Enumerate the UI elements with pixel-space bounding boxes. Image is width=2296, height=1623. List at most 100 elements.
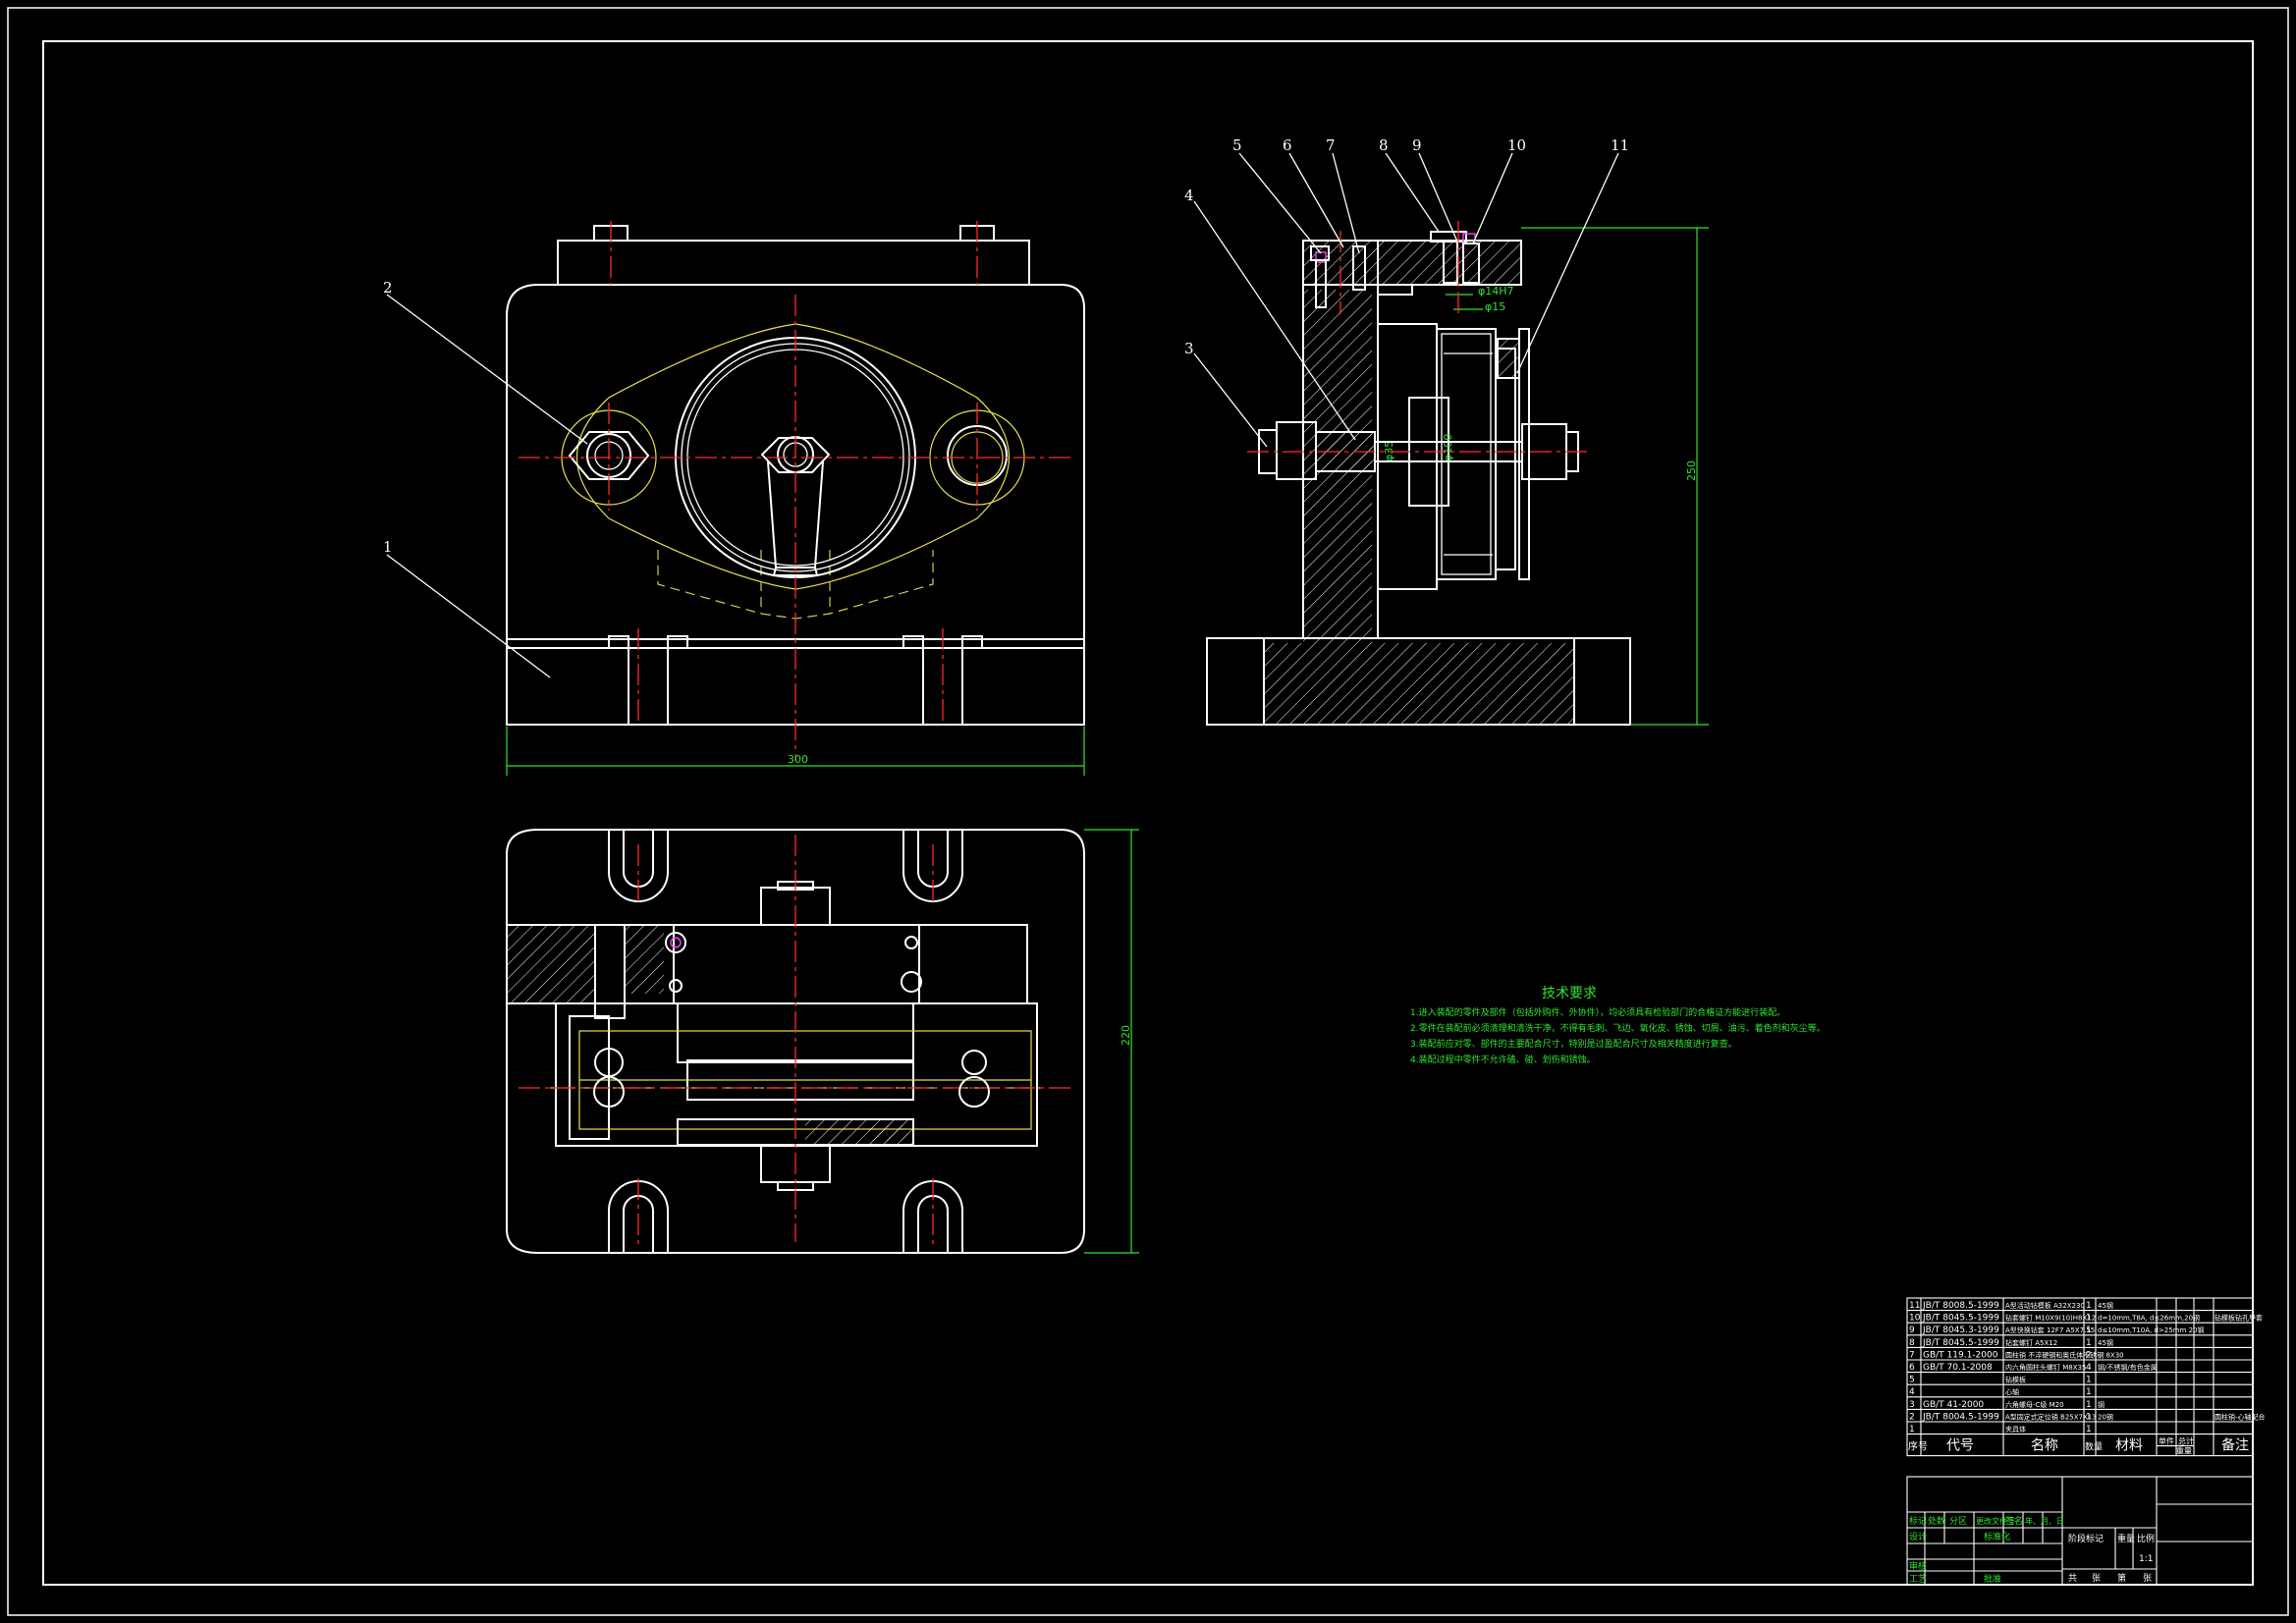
tb-stage: 阶段标记 [2068, 1533, 2104, 1544]
title-block: 标记 处数 分区 更改文件号 签名 年、月、日 设计 标准化 审核 工艺 批准 … [1906, 1476, 2254, 1586]
tech-req-line-1: 1.进入装配的零件及部件（包括外购件、外协件），均必须具有检验部门的合格证方能进… [1410, 1006, 1785, 1018]
bom-cell-no: 5 [1909, 1376, 1915, 1385]
bom-cell-code: JB/T 8045.5-1999 [1922, 1338, 1999, 1348]
tb-date: 年、月、日 [2025, 1516, 2064, 1526]
tb-scale: 比例 [2137, 1533, 2155, 1544]
part-label-3: 3 [1184, 340, 1194, 357]
bom-cell-no: 8 [1909, 1338, 1915, 1348]
bom-header-material: 材料 [2115, 1438, 2143, 1454]
bom-cell-code: JB/T 8045.5-1999 [1922, 1314, 1999, 1324]
bom-cell-material: d=10mm,T8A, d≤26mm,20钢 [2098, 1314, 2200, 1323]
bom-cell-qty: 1 [2086, 1412, 2092, 1422]
bom-cell-note: 圆柱销-心轴配合 [2214, 1412, 2266, 1421]
bom-cell-name: 圆柱销 不淬硬钢和奥氏体不锈钢 8X30 [2005, 1350, 2124, 1359]
bom-cell-material: 45钢 [2098, 1338, 2113, 1347]
technical-requirements: 技术要求 1.进入装配的零件及部件（包括外购件、外协件），均必须具有检验部门的合… [1410, 986, 1826, 1065]
bom-cell-no: 2 [1909, 1412, 1915, 1422]
bom-cell-qty: 1 [2086, 1425, 2092, 1434]
side-view: φ14H7 φ15 φ35 φ100 250 3 4 [1184, 136, 1709, 726]
side-dim-1: φ14H7 [1478, 285, 1514, 298]
bom-cell-name: 心轴 [2005, 1387, 2019, 1396]
tb-scale-value: 1:1 [2139, 1554, 2153, 1564]
tb-sheet-no: 第 [2117, 1572, 2126, 1584]
bom-header-no: 序号 [1908, 1440, 1928, 1453]
part-label-10: 10 [1507, 136, 1526, 154]
bom-cell-no: 10 [1909, 1314, 1921, 1324]
bom-cell-qty: 1 [2086, 1376, 2092, 1385]
tb-sheet-unit-2: 张 [2143, 1573, 2152, 1584]
tech-req-line-2: 2.零件在装配前必须清理和清洗干净，不得有毛刺、飞边、氧化皮、锈蚀、切屑、油污、… [1410, 1022, 1826, 1034]
tb-weight: 重量 [2117, 1533, 2135, 1544]
bom-header-qty: 数量 [2085, 1441, 2103, 1453]
bom-cell-no: 4 [1909, 1387, 1915, 1397]
bom-cell-name: 夹具体 [2005, 1425, 2026, 1434]
part-label-9: 9 [1412, 136, 1422, 154]
bom-cell-qty: 1 [2086, 1301, 2092, 1311]
bom-cell-no: 9 [1909, 1325, 1915, 1335]
bom-header-note: 备注 [2221, 1437, 2249, 1454]
tb-zone: 分区 [1949, 1516, 1967, 1527]
part-label-5: 5 [1232, 136, 1242, 154]
tb-signature: 签名 [2005, 1515, 2023, 1527]
bom-cell-code: GB/T 41-2000 [1923, 1400, 1984, 1410]
bom-cell-name: A型活动钻模板 A32X230 [2005, 1301, 2085, 1310]
side-dim-2: φ15 [1485, 300, 1505, 313]
front-view: 300 2 1 [383, 221, 1085, 776]
bom-cell-no: 3 [1909, 1400, 1915, 1410]
bom-header-unit: 单件 [2159, 1436, 2174, 1446]
bom-cell-code: JB/T 8004.5-1999 [1922, 1412, 1999, 1422]
bom-cell-qty: 1 [2086, 1338, 2092, 1348]
tb-design: 设计 [1909, 1531, 1927, 1542]
tech-req-line-3: 3.装配前应对零、部件的主要配合尺寸，特别是过盈配合尺寸及相关精度进行复查。 [1410, 1038, 1737, 1050]
tb-standard: 标准化 [1984, 1531, 2010, 1542]
bom-cell-no: 1 [1909, 1425, 1915, 1434]
tb-review: 审核 [1909, 1560, 1927, 1572]
bom-cell-code: GB/T 70.1-2008 [1923, 1363, 1993, 1373]
bom-cell-name: 钻模板 [2005, 1376, 2026, 1384]
bom-cell-note: 钻模板钻孔导套 [2214, 1314, 2263, 1323]
bom-cell-name: 钻套螺钉 A5X12 [2005, 1338, 2057, 1347]
bom-cell-name: A型快换钻套 12F7 A5X7.55 [2005, 1325, 2095, 1334]
part-label-4: 4 [1184, 187, 1194, 204]
tb-mark: 标记 [1909, 1515, 1927, 1527]
side-height-dimension: 250 [1685, 460, 1698, 481]
top-view: 220 [506, 829, 1139, 1254]
tb-sheet-unit: 张 [2092, 1573, 2101, 1584]
bom-cell-code: JB/T 8045.3-1999 [1922, 1325, 1999, 1335]
tech-req-title: 技术要求 [1542, 986, 1597, 1001]
bom-cell-name: 钻套螺钉 M10X9(10)H8X12 [2005, 1314, 2096, 1323]
part-label-7: 7 [1326, 136, 1336, 154]
bom-cell-code: GB/T 119.1-2000 [1923, 1350, 1998, 1360]
bom-cell-material: 钢/不锈钢/有色金属 [2098, 1363, 2158, 1372]
bom-cell-no: 11 [1909, 1301, 1920, 1311]
part-label-8: 8 [1379, 136, 1389, 154]
bom-header-weight: 重量 [2176, 1446, 2192, 1456]
tech-req-line-4: 4.装配过程中零件不允许磕、碰、划伤和锈蚀。 [1410, 1054, 1596, 1065]
tb-approve: 批准 [1984, 1573, 2001, 1585]
bom-cell-qty: 1 [2086, 1325, 2092, 1335]
bom-cell-qty: 2 [2086, 1350, 2092, 1360]
bom-cell-name: 内六角圆柱头螺钉 M8X35 [2005, 1363, 2086, 1372]
bom-cell-qty: 1 [2086, 1400, 2092, 1410]
part-label-2: 2 [383, 279, 393, 297]
tb-count: 处数 [1928, 1515, 1945, 1527]
bom-cell-material: 20钢 [2098, 1412, 2113, 1421]
tb-change-doc: 更改文件号 [1976, 1516, 2015, 1526]
bom-cell-material: 钢 [2098, 1400, 2105, 1409]
part-label-11: 11 [1611, 136, 1629, 154]
sheet-inner-border [42, 40, 2254, 1586]
sheet-outer-border [7, 7, 2289, 1616]
bom-cell-qty: 4 [2086, 1363, 2092, 1373]
bom-cell-material: 45钢 [2098, 1301, 2113, 1310]
bom-cell-code: JB/T 8008.5-1999 [1922, 1301, 1999, 1311]
top-height-dimension: 220 [1120, 1025, 1132, 1046]
tb-sheet-total: 共 [2068, 1573, 2077, 1584]
bom-header-total: 总计 [2178, 1436, 2194, 1446]
bom-cell-name: 六角螺母-C级 M20 [2005, 1400, 2064, 1409]
bom-cell-no: 7 [1909, 1350, 1915, 1360]
tb-process: 工艺 [1909, 1574, 1927, 1585]
bom-cell-qty: 1 [2086, 1387, 2092, 1397]
bom-cell-name: A型固定式定位销 B25X7X13 [2005, 1412, 2097, 1421]
